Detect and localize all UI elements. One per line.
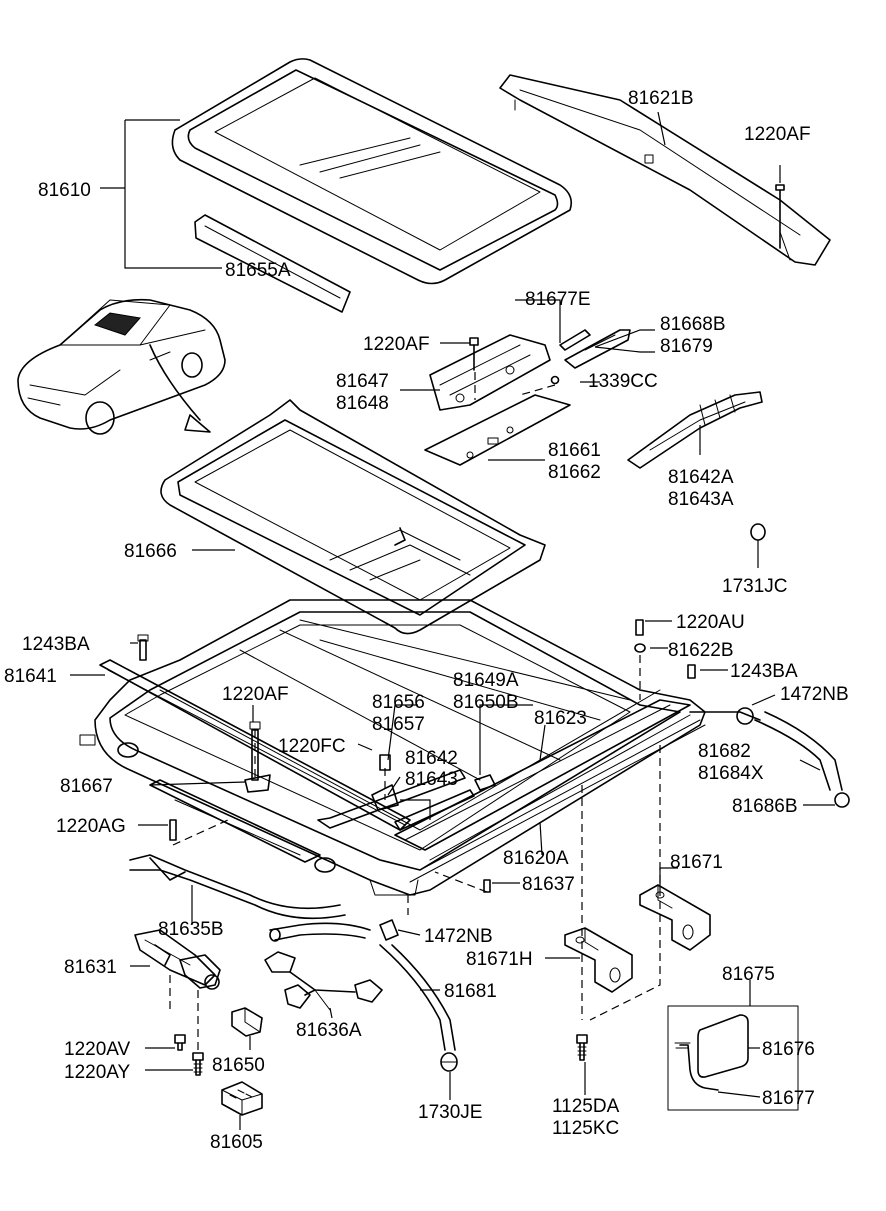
- label-1243BA-right: 1243BA: [730, 661, 798, 682]
- guide-bracket-part: [429, 334, 551, 411]
- screw-1220AV: [174, 1034, 186, 1051]
- sunroof-motor-part: [134, 929, 221, 1050]
- bolt-1125DA: [576, 1034, 588, 1061]
- label-81642A: 81642A: [668, 467, 734, 488]
- label-81656: 81656: [372, 692, 425, 713]
- label-81636A: 81636A: [296, 1020, 362, 1041]
- label-1220AV: 1220AV: [64, 1039, 131, 1060]
- label-81643: 81643: [405, 769, 458, 790]
- label-81671: 81671: [670, 852, 723, 873]
- main-frame-part: [79, 599, 850, 896]
- label-81605: 81605: [210, 1132, 263, 1153]
- label-81622B: 81622B: [668, 640, 734, 661]
- label-1730JE: 1730JE: [418, 1102, 482, 1123]
- label-1243BA-left: 1243BA: [22, 634, 90, 655]
- label-81635B: 81635B: [158, 919, 224, 940]
- slider-part: [550, 329, 631, 385]
- label-81647: 81647: [336, 371, 389, 392]
- label-81650: 81650: [212, 1055, 265, 1076]
- mount-bracket-81671: [639, 884, 711, 951]
- deflector-rail-part: [499, 74, 831, 266]
- glass-panel-part: [171, 58, 573, 285]
- label-81668B: 81668B: [660, 314, 726, 335]
- label-81657: 81657: [372, 714, 425, 735]
- label-81620A: 81620A: [503, 848, 569, 869]
- label-81677: 81677: [762, 1088, 815, 1109]
- label-81643A: 81643A: [668, 489, 734, 510]
- label-81610: 81610: [38, 180, 91, 201]
- label-81671H: 81671H: [466, 949, 533, 970]
- drive-cable-part: [129, 854, 399, 942]
- right-rail-part: [394, 699, 691, 851]
- label-1220FC: 1220FC: [278, 736, 346, 757]
- label-81675: 81675: [722, 964, 775, 985]
- screw-1220AY: [192, 1052, 204, 1076]
- label-81648: 81648: [336, 393, 389, 414]
- side-rail-part: [99, 659, 411, 863]
- label-81662: 81662: [548, 462, 601, 483]
- car-illustration: [17, 298, 226, 435]
- label-1220AF-low: 1220AF: [222, 684, 289, 705]
- label-81666: 81666: [124, 541, 177, 562]
- wire-harness-81636A: [264, 951, 383, 1011]
- sunshade-frame-part: [160, 399, 546, 635]
- label-1125KC: 1125KC: [552, 1118, 619, 1139]
- leader-81610: [100, 119, 222, 269]
- label-1220AU: 1220AU: [676, 612, 745, 633]
- label-81676: 81676: [762, 1039, 815, 1060]
- part-labels: 81610 81655A 81621B 1220AF 81677E 81668B…: [4, 88, 849, 1153]
- label-81631: 81631: [64, 957, 117, 978]
- label-1220AY: 1220AY: [64, 1062, 131, 1083]
- label-81679: 81679: [660, 336, 713, 357]
- switch-81650: [231, 1007, 263, 1037]
- label-81637: 81637: [522, 874, 575, 895]
- frame-fasteners: [137, 619, 696, 893]
- label-1125DA: 1125DA: [552, 1096, 620, 1117]
- label-81621B: 81621B: [628, 88, 694, 109]
- label-1472NB-low: 1472NB: [424, 926, 493, 947]
- cap-1731JC: [750, 523, 766, 541]
- label-1339CC: 1339CC: [588, 371, 658, 392]
- label-81641: 81641: [4, 666, 57, 687]
- cable-guide-part: [627, 391, 763, 469]
- assembly-lines: [172, 372, 661, 1021]
- label-81667: 81667: [60, 776, 113, 797]
- label-1220AF-top: 1220AF: [744, 124, 811, 145]
- drain-hose-part: [379, 944, 458, 1072]
- seal-strip-part: [194, 214, 351, 313]
- screw-1220AF-top: [775, 165, 785, 249]
- label-1220AF-mid: 1220AF: [363, 334, 430, 355]
- mount-bracket-81671H: [564, 927, 633, 993]
- label-81686B: 81686B: [732, 796, 798, 817]
- link-plate-part: [424, 394, 571, 466]
- leader-81621B: [657, 111, 666, 146]
- label-81681: 81681: [444, 981, 497, 1002]
- label-81682: 81682: [698, 741, 751, 762]
- label-1472NB-right: 1472NB: [780, 684, 849, 705]
- label-1220AG: 1220AG: [56, 816, 126, 837]
- label-81649A: 81649A: [453, 670, 519, 691]
- label-81677E: 81677E: [525, 289, 591, 310]
- inset-box-81675: [667, 980, 799, 1111]
- label-81642: 81642: [405, 748, 458, 769]
- label-81650B: 81650B: [453, 692, 519, 713]
- label-81661: 81661: [548, 440, 601, 461]
- label-1731JC: 1731JC: [722, 576, 788, 597]
- label-81655A: 81655A: [225, 260, 291, 281]
- label-81684X: 81684X: [698, 763, 764, 784]
- label-81623: 81623: [534, 708, 587, 729]
- leader-lines: [70, 299, 835, 1130]
- control-module-81605: [221, 1081, 263, 1116]
